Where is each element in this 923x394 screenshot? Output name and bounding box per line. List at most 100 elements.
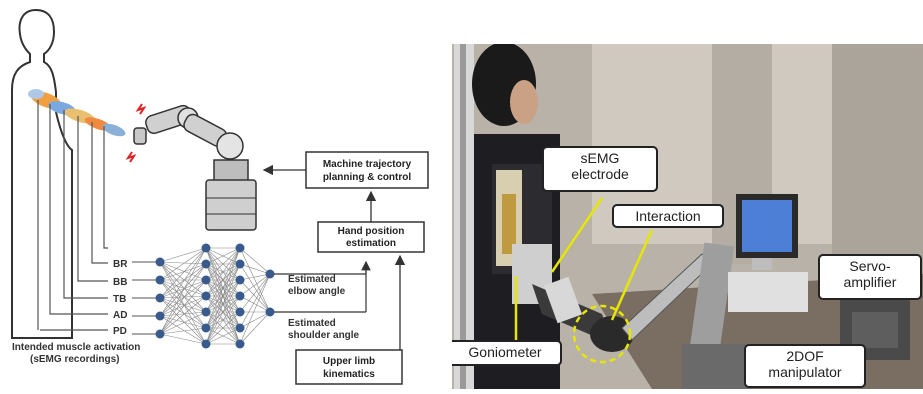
nn-node [235,323,245,333]
nn-edge [159,279,207,317]
nn-edge [159,263,207,299]
neural-network [155,243,275,349]
nn-node [155,311,165,321]
nn-edge [159,247,207,317]
human-silhouette [11,8,73,339]
nn-edge [205,247,241,281]
output-elbow-line1: Estimated [288,274,336,285]
nn-edge [159,263,207,317]
nn-node [265,307,275,317]
kinematics-box-line1: Upper limb [323,356,375,367]
nn-node [235,291,245,301]
nn-edge [205,247,241,329]
nn-node [265,269,275,279]
nn-edge [239,311,271,345]
muscle-label-br: BR [113,259,128,270]
nn-edge [159,261,207,329]
nn-node [235,243,245,253]
callout-servo-amplifier: Servo- amplifier [818,254,922,300]
nn-edge [159,261,207,313]
nn-edge [159,279,207,329]
nn-node [201,243,211,253]
output-elbow-line2: elbow angle [288,286,346,297]
muscle-label-tb: TB [113,294,126,305]
callout-2dof-manipulator: 2DOF manipulator [744,344,866,388]
nn-edge [239,247,271,313]
hand-position-line2: estimation [346,238,396,249]
nn-edge [239,263,271,275]
nn-edge [205,247,241,297]
nn-edge [159,279,207,297]
nn-edge [239,295,271,313]
interaction-mark-top [135,103,147,115]
nn-edge [239,273,271,345]
output-lines [274,260,371,313]
interaction-mark-bottom [125,151,137,163]
nn-edge [159,263,207,281]
nn-edge [239,247,271,275]
callout-servo-line1: Servo- [849,258,891,274]
nn-edge [239,263,271,313]
nn-node [155,257,165,267]
flow-arrows [262,164,406,350]
callout-arrows [514,197,654,344]
robot-arm-icon [133,104,257,231]
nn-edge [205,247,241,313]
nn-node [201,259,211,269]
nn-node [201,307,211,317]
callout-goniometer-label: Goniometer [468,344,542,360]
nn-node [155,329,165,339]
kinematics-box [295,349,403,385]
input-caption-line1: Intended muscle activation [12,342,140,353]
nn-edge [159,311,207,317]
callout-interaction: Interaction [612,204,724,228]
callout-semg-electrode: sEMG electrode [542,146,658,192]
nn-node [235,259,245,269]
nn-edge [239,311,271,329]
nn-edge [159,261,207,265]
electrode-wires [37,100,108,331]
callout-semg-line2: electrode [571,166,629,182]
muscle-label-ad: AD [113,310,127,321]
callout-interaction-label: Interaction [635,208,701,224]
interaction-highlight-circle [572,304,632,364]
nn-node [155,275,165,285]
nn-edge [159,279,207,335]
nn-edge [159,327,207,335]
system-schematic: BR BB TB AD PD Intended muscle activatio… [0,0,452,389]
nn-edge [159,297,207,345]
nn-edge [159,315,207,345]
nn-node [235,275,245,285]
callout-goniometer: Goniometer [452,340,562,366]
nn-node [201,291,211,301]
nn-edge [239,279,271,313]
muscle-label-pd: PD [113,326,127,337]
nn-edge [159,261,207,281]
nn-edge [159,295,207,317]
nn-node [235,307,245,317]
nn-edge [159,261,207,297]
nn-node [155,293,165,303]
nn-edge [159,333,207,345]
machine-trajectory-box [305,151,429,189]
arm-muscles [28,89,126,137]
machine-trajectory-line2: planning & control [323,172,412,183]
nn-node [235,339,245,349]
neural-network-connections [132,247,271,345]
nn-edge [239,273,271,329]
nn-edge [159,295,207,335]
callout-manipulator-line2: manipulator [768,364,842,380]
hand-position-line1: Hand position [338,226,405,237]
nn-edge [205,247,241,265]
nn-edge [159,279,207,299]
machine-trajectory-line1: Machine trajectory [323,159,412,170]
nn-edge [159,279,207,345]
nn-edge [159,295,207,299]
schematic-svg: BR BB TB AD PD Intended muscle activatio… [11,8,429,385]
output-shoulder-line1: Estimated [288,318,336,329]
nn-edge [159,247,207,263]
nn-edge [205,295,241,345]
nn-edge [205,279,241,345]
nn-edge [159,247,207,335]
nn-edge [159,297,207,329]
